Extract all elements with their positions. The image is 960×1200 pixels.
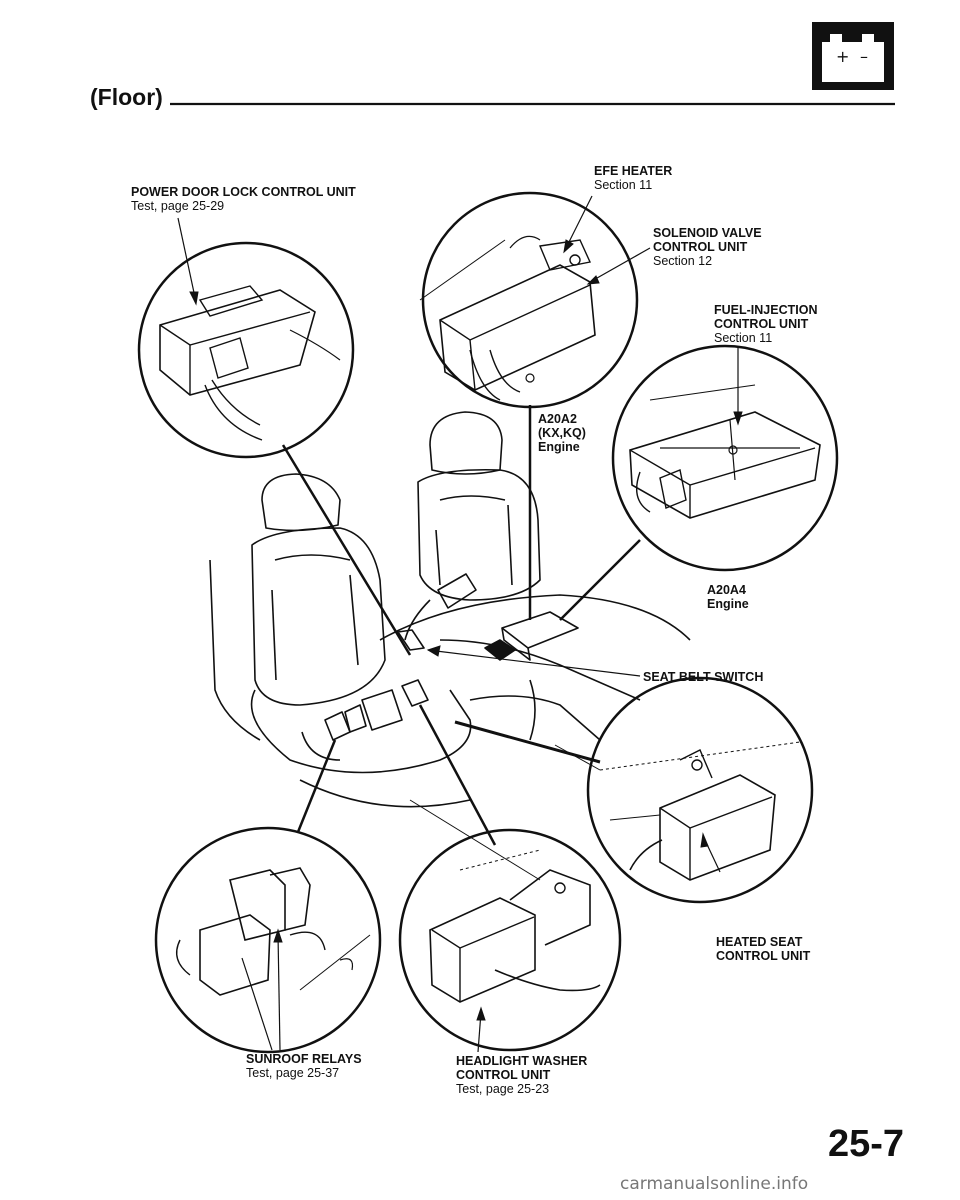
detail-headlight-washer xyxy=(398,828,622,1052)
label-solenoid-valve: SOLENOID VALVE CONTROL UNIT Section 12 xyxy=(653,226,762,268)
label-seat-belt-switch: SEAT BELT SWITCH xyxy=(643,670,764,684)
seat-illustration xyxy=(209,411,691,881)
label-power-door-lock: POWER DOOR LOCK CONTROL UNIT Test, page … xyxy=(131,185,356,213)
svg-text:+: + xyxy=(836,47,849,66)
page-title: (Floor) xyxy=(90,84,163,110)
battery-icon: + – xyxy=(812,22,894,90)
leader-lines xyxy=(177,195,743,1053)
label-a20a2-engine: A20A2 (KX,KQ) Engine xyxy=(538,412,586,454)
detail-fuel-injection xyxy=(611,344,839,572)
label-a20a4-engine: A20A4 Engine xyxy=(707,583,749,611)
label-sunroof-relays: SUNROOF RELAYS Test, page 25-37 xyxy=(246,1052,362,1080)
page-number: 25-7 xyxy=(828,1123,905,1165)
detail-sunroof-relays xyxy=(154,826,382,1054)
label-fuel-injection: FUEL-INJECTION CONTROL UNIT Section 11 xyxy=(714,303,818,345)
label-headlight-washer: HEADLIGHT WASHER CONTROL UNIT Test, page… xyxy=(456,1054,588,1096)
label-heated-seat: HEATED SEAT CONTROL UNIT xyxy=(716,935,811,963)
svg-text:–: – xyxy=(860,47,868,66)
watermark[interactable]: carmanualsonline.info xyxy=(620,1174,809,1194)
detail-heated-seat xyxy=(586,676,814,904)
detail-solenoid-valve xyxy=(419,191,639,409)
label-efe-heater: EFE HEATER Section 11 xyxy=(594,164,673,192)
detail-power-door-lock xyxy=(137,241,355,459)
